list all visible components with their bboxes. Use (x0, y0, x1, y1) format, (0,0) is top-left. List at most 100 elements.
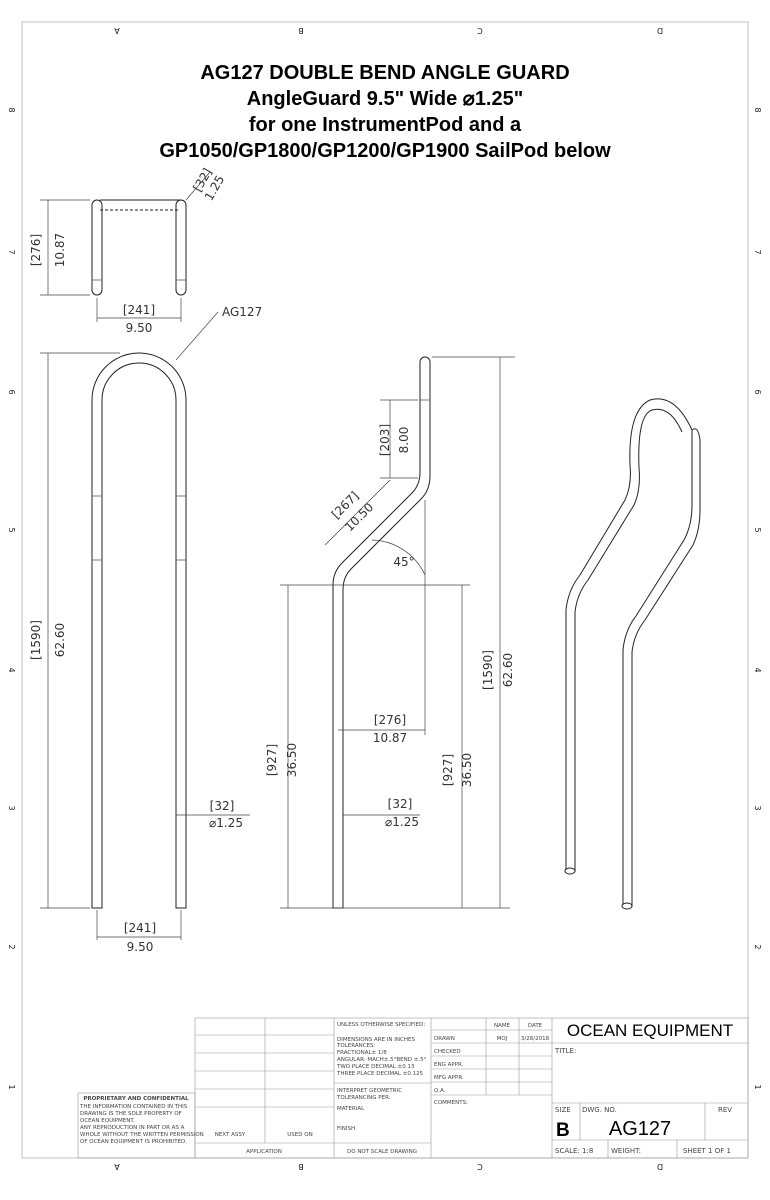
front-width-in: 9.50 (127, 940, 154, 954)
front-width-mm: [241] (124, 921, 156, 935)
scale-label: SCALE: 1:8 (555, 1147, 593, 1155)
proprietary-text: THE INFORMATION CONTAINED IN THIS (79, 1104, 188, 1110)
part-label-ag127: AG127 (222, 305, 262, 319)
tolerance-line: FRACTIONAL± 1/8 (337, 1050, 387, 1056)
zone-col-a-bottom: A (114, 1162, 120, 1171)
size-label: SIZE (555, 1106, 571, 1114)
drawing-title: AG127 DOUBLE BEND ANGLE GUARD AngleGuard… (159, 62, 611, 162)
tolerance-line: ANGULAR: MACH±.5°BEND ±.5° (337, 1057, 427, 1063)
side-offset-in: 10.87 (373, 731, 407, 745)
zone-col-a-top: A (114, 26, 120, 35)
side-lower-in-right: 36.50 (460, 753, 474, 787)
zone-row-8-right: 8 (753, 107, 762, 112)
zone-row-6-left: 6 (7, 389, 16, 394)
zone-row-2-left: 2 (7, 944, 16, 949)
comments-label: COMMENTS: (434, 1100, 468, 1106)
zone-col-b-bottom: B (298, 1162, 304, 1171)
zone-row-4-left: 4 (7, 667, 16, 672)
drawing-number: AG127 (609, 1118, 671, 1140)
tolerance-line: DIMENSIONS ARE IN INCHES (337, 1037, 415, 1043)
front-height-in: 62.60 (53, 623, 67, 657)
side-dia-mm: [32] (388, 797, 413, 811)
application-label: APPLICATION (246, 1149, 282, 1155)
name-header: NAME (494, 1023, 511, 1029)
proprietary-text: DRAWING IS THE SOLE PROPERTY OF (80, 1111, 182, 1117)
zone-row-7-right: 7 (753, 249, 762, 254)
side-lower-mm-right: [927] (441, 754, 455, 786)
zone-row-4-right: 4 (753, 667, 762, 672)
zone-row-8-left: 8 (7, 107, 16, 112)
tolerance-line: THREE PLACE DECIMAL ±0.125 (336, 1071, 424, 1077)
date-header: DATE (528, 1023, 543, 1029)
side-top-in: 8.00 (397, 427, 411, 454)
isometric-view (564, 398, 701, 910)
zone-col-d-top: D (657, 26, 663, 35)
tolerance-line: TOLERANCES: (336, 1043, 376, 1049)
zone-markers: A B C D A B C D 8 7 6 5 4 3 2 1 8 7 6 5 … (7, 26, 762, 1171)
zone-row-7-left: 7 (7, 249, 16, 254)
do-not-scale: DO NOT SCALE DRAWING (347, 1149, 417, 1155)
checked-label: CHECKED (434, 1049, 461, 1055)
title-block (77, 1017, 749, 1159)
title-line-1: AG127 DOUBLE BEND ANGLE GUARD (200, 62, 569, 84)
top-width-in: 9.50 (126, 321, 153, 335)
zone-col-d-bottom: D (657, 1162, 663, 1171)
tolerance-line: TWO PLACE DECIMAL ±0.13 (336, 1064, 415, 1070)
next-assy-label: NEXT ASSY (215, 1132, 246, 1138)
drawn-name: MOJ (497, 1036, 508, 1042)
front-view: AG127 [1590] 62.60 [32] ⌀1.25 [241] 9.50 (29, 305, 262, 954)
top-depth-in: 10.87 (53, 233, 67, 267)
front-dia-mm: [32] (210, 799, 235, 813)
proprietary-text: OCEAN EQUIPMENT. (80, 1118, 135, 1124)
proprietary-text: WHOLE WITHOUT THE WRITTEN PERMISSION (80, 1132, 204, 1138)
used-on-label: USED ON (287, 1132, 312, 1138)
front-height-mm: [1590] (29, 620, 43, 660)
sheet-label: SHEET 1 OF 1 (683, 1147, 731, 1155)
front-dia-in: ⌀1.25 (209, 816, 243, 830)
side-lower-in-left: 36.50 (285, 743, 299, 777)
side-lower-mm-left: [927] (265, 744, 279, 776)
side-dia-in: ⌀1.25 (385, 815, 419, 829)
side-view: [203] 8.00 [267] 10.50 45° [276] 10.87 [… (265, 356, 515, 909)
drawing-border (21, 21, 749, 1159)
zone-row-5-right: 5 (753, 527, 762, 532)
sheet-size: B (556, 1120, 570, 1141)
side-height-in: 62.60 (501, 653, 515, 687)
title-line-3: for one InstrumentPod and a (249, 114, 522, 136)
title-line-4: GP1050/GP1800/GP1200/GP1900 SailPod belo… (159, 140, 611, 162)
weight-label: WEIGHT: (611, 1147, 641, 1155)
zone-col-c-top: C (477, 26, 483, 35)
interpret-line: INTERPRET GEOMETRIC (337, 1088, 402, 1094)
eng-appr-label: ENG APPR. (434, 1062, 464, 1068)
drawn-date: 3/28/2018 (521, 1036, 550, 1042)
dwg-no-label: DWG. NO. (582, 1106, 617, 1114)
zone-row-5-left: 5 (7, 527, 16, 532)
proprietary-text: OF OCEAN EQUIPMENT IS PROHIBITED. (80, 1139, 187, 1145)
zone-row-1-left: 1 (7, 1084, 16, 1089)
side-top-mm: [203] (378, 424, 392, 456)
proprietary-heading: PROPRIETARY AND CONFIDENTIAL (83, 1096, 189, 1102)
drawn-label: DRAWN (434, 1036, 455, 1042)
zone-col-c-bottom: C (477, 1162, 483, 1171)
zone-col-b-top: B (298, 26, 304, 35)
title-line-2: AngleGuard 9.5" Wide ⌀1.25" (247, 88, 523, 110)
zone-row-3-left: 3 (7, 805, 16, 810)
finish-label: FINISH (337, 1126, 355, 1132)
zone-row-1-right: 1 (753, 1084, 762, 1089)
top-view: [276] 10.87 [241] 9.50 [32] 1.25 (29, 166, 227, 335)
rev-label: REV (718, 1106, 732, 1114)
side-height-mm: [1590] (481, 650, 495, 690)
unless-specified: UNLESS OTHERWISE SPECIFIED: (337, 1022, 425, 1028)
side-offset-mm: [276] (374, 713, 406, 727)
zone-row-2-right: 2 (753, 944, 762, 949)
title-label: TITLE: (554, 1047, 576, 1055)
qa-label: Q.A. (434, 1088, 446, 1094)
company-name: OCEAN EQUIPMENT (567, 1021, 733, 1040)
zone-row-6-right: 6 (753, 389, 762, 394)
mfg-appr-label: MFG APPR. (434, 1075, 464, 1081)
proprietary-text: ANY REPRODUCTION IN PART OR AS A (80, 1125, 185, 1131)
zone-row-3-right: 3 (753, 805, 762, 810)
top-depth-mm: [276] (29, 234, 43, 266)
side-angle: 45° (393, 555, 414, 569)
